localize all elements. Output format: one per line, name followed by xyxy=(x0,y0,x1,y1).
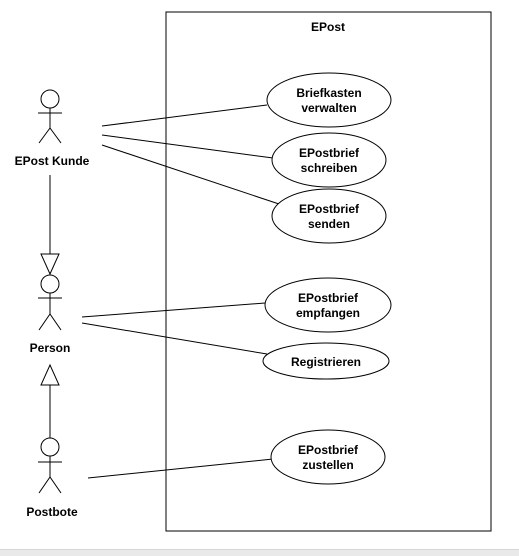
assoc-person-registrieren xyxy=(81,322,268,355)
use-case-registrieren: Registrieren xyxy=(262,342,390,380)
actor-figure-icon xyxy=(38,89,62,144)
assoc-kunde-schreiben xyxy=(101,134,274,159)
window-bottom-edge xyxy=(0,549,519,556)
actor-epost-kunde: EPost Kunde xyxy=(15,89,90,168)
actor-person: Person xyxy=(30,274,71,355)
use-case-label: Registrieren xyxy=(291,355,361,369)
use-case-label-line2: verwalten xyxy=(301,101,356,115)
actor-label: Postbote xyxy=(26,505,78,519)
assoc-kunde-briefkasten xyxy=(101,104,268,127)
actor-label: EPost Kunde xyxy=(15,154,90,168)
use-case-label-line2: schreiben xyxy=(301,161,358,175)
actor-figure-icon xyxy=(38,437,62,494)
generalization-kunde-person xyxy=(40,175,60,276)
use-case-epostbrief-schreiben: EPostbrief schreiben xyxy=(271,132,387,188)
use-case-epostbrief-senden: EPostbrief senden xyxy=(271,188,387,244)
use-case-label-line1: EPostbrief xyxy=(299,202,360,216)
assoc-kunde-senden xyxy=(101,144,280,205)
use-case-epostbrief-zustellen: EPostbrief zustellen xyxy=(270,429,386,485)
use-case-label-line1: EPostbrief xyxy=(298,443,359,457)
actor-postbote: Postbote xyxy=(26,437,78,519)
generalization-postbote-person xyxy=(40,363,60,438)
actor-figure-icon xyxy=(38,274,62,331)
actor-label: Person xyxy=(30,341,71,355)
assoc-postbote-zustellen xyxy=(87,458,274,479)
system-boundary: EPost xyxy=(165,11,492,532)
use-case-label-line1: EPostbrief xyxy=(298,291,359,305)
use-case-label-line2: senden xyxy=(308,217,350,231)
use-case-epostbrief-empfangen: EPostbrief empfangen xyxy=(264,277,392,333)
use-case-label-line2: empfangen xyxy=(296,306,360,320)
use-case-label-line1: Briefkasten xyxy=(296,86,361,100)
use-case-label-line1: EPostbrief xyxy=(299,146,360,160)
use-case-briefkasten-verwalten: Briefkasten verwalten xyxy=(266,72,392,128)
use-case-label-line2: zustellen xyxy=(302,458,353,472)
generalizations xyxy=(40,175,60,438)
associations xyxy=(81,104,280,479)
assoc-person-empfangen xyxy=(81,302,266,318)
system-title: EPost xyxy=(311,20,345,34)
